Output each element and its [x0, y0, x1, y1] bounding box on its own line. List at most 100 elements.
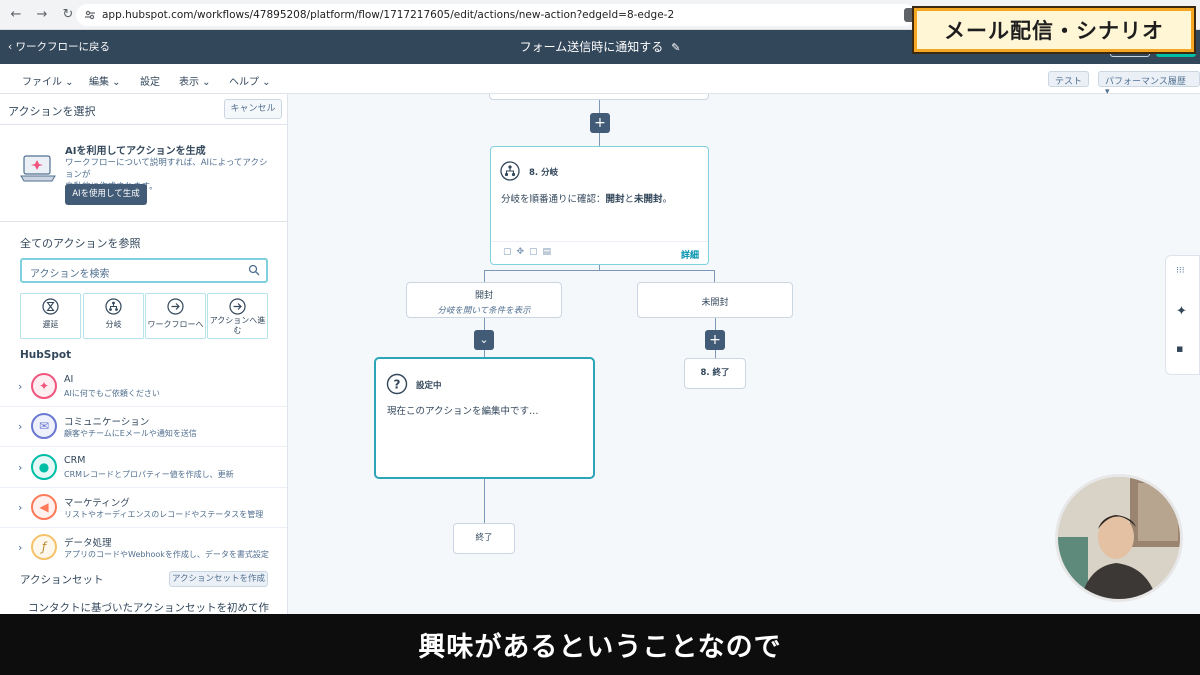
editing-card-text: 現在このアクションを編集中です… — [387, 406, 539, 417]
category-name: AI — [64, 374, 74, 385]
category-communication[interactable]: › ✉ コミュニケーション 顧客やチームにEメールや通知を送信 — [0, 407, 287, 447]
hourglass-icon — [42, 298, 59, 315]
svg-text:?: ? — [394, 378, 401, 392]
category-ai[interactable]: › ✦ AI AIに何でもご依頼ください — [0, 367, 287, 407]
back-to-workflows-link[interactable]: ‹ ワークフローに戻る — [8, 41, 111, 53]
tile-branch[interactable]: 分岐 — [83, 293, 144, 339]
category-data-processing[interactable]: › ƒ データ処理 アプリのコードやWebhookを作成し、データを書式設定 — [0, 528, 287, 568]
grid-icon[interactable]: ⁝⁝⁝ — [1176, 266, 1185, 276]
action-search-input[interactable]: アクションを検索 — [20, 258, 268, 283]
action-panel: アクションを選択 キャンセル AIを利用してアクションを生成 ワークフローについ… — [0, 94, 288, 614]
tile-label: 遅延 — [42, 320, 59, 329]
branch-unopened[interactable]: 未開封 — [637, 282, 793, 318]
chevron-right-icon: › — [18, 461, 23, 474]
connector-line — [714, 270, 715, 282]
cancel-button[interactable]: キャンセル — [224, 99, 282, 119]
menu-edit[interactable]: 編集 ⌄ — [89, 77, 121, 88]
tile-label: アクションへ進む — [209, 316, 266, 335]
ai-sparkle-icon[interactable]: ✦ — [1176, 304, 1187, 319]
category-desc: AIに何でもご依頼ください — [64, 389, 160, 398]
category-desc: CRMレコードとプロパティー値を作成し、更新 — [64, 470, 234, 479]
branch-icon — [105, 298, 122, 315]
envelope-icon: ✉ — [31, 413, 57, 439]
connector-line — [484, 270, 715, 271]
chat-icon[interactable]: ▪ — [1176, 342, 1184, 355]
add-action-plus-button[interactable]: ⌄ — [474, 330, 494, 350]
connector-line — [484, 350, 485, 358]
browse-actions-title: 全てのアクションを参照 — [20, 237, 141, 250]
performance-history-button[interactable]: パフォーマンス履歴 ▾ — [1098, 71, 1200, 97]
divider — [0, 487, 287, 488]
back-arrow-icon[interactable]: ← — [10, 7, 22, 22]
function-icon: ƒ — [31, 534, 57, 560]
branch-opened[interactable]: 開封 分岐を開いて条件を表示 — [406, 282, 562, 318]
ai-sparkle-icon: ✦ — [31, 373, 57, 399]
divider — [0, 221, 287, 222]
connector-line — [715, 318, 716, 330]
detail-link[interactable]: 詳細 — [681, 251, 700, 261]
search-placeholder: アクションを検索 — [30, 269, 110, 280]
chevron-right-icon: › — [18, 541, 23, 554]
menu-file[interactable]: ファイル ⌄ — [22, 77, 74, 88]
workflow-canvas[interactable]: + 8. 分岐 分岐を順番通りに確認：開封と未開封。 ▢✥▢▤ 詳細 開封 分岐… — [289, 94, 1200, 614]
category-name: CRM — [64, 455, 86, 466]
editing-card-title: 設定中 — [416, 381, 442, 391]
tile-go-to-action[interactable]: アクションへ進む — [207, 293, 268, 339]
reload-icon[interactable]: ↻ — [62, 7, 74, 22]
site-settings-icon[interactable] — [84, 9, 96, 21]
branch-opened-subtitle: 分岐を開いて条件を表示 — [437, 306, 531, 316]
branch-action-card[interactable]: 8. 分岐 分岐を順番通りに確認：開封と未開封。 ▢✥▢▤ 詳細 — [490, 146, 709, 265]
connector-line — [599, 133, 600, 146]
search-icon — [248, 264, 260, 276]
category-crm[interactable]: › ● CRM CRMレコードとプロパティー値を作成し、更新 — [0, 448, 287, 488]
end-node-bottom[interactable]: 終了 — [453, 523, 515, 554]
card-toolbar-icons[interactable]: ▢✥▢▤ — [503, 247, 557, 257]
workflow-title-text: フォーム送信時に通知する — [519, 40, 664, 54]
tile-delay[interactable]: 遅延 — [20, 293, 81, 339]
menu-bar: ファイル ⌄ 編集 ⌄ 設定 表示 ⌄ ヘルプ ⌄ テスト パフォーマンス履歴 … — [0, 64, 1200, 97]
menu-help[interactable]: ヘルプ ⌄ — [229, 77, 271, 88]
chevron-right-icon: › — [18, 420, 23, 433]
menu-settings[interactable]: 設定 — [140, 77, 160, 88]
end-node-right[interactable]: 8. 終了 — [684, 358, 746, 389]
action-set-title: アクションセット — [20, 574, 104, 586]
category-name: マーケティング — [64, 498, 130, 509]
chevron-right-icon: › — [18, 501, 23, 514]
video-subtitle: 興味があるということなので — [0, 614, 1200, 675]
people-icon: ● — [31, 454, 57, 480]
category-desc: アプリのコードやWebhookを作成し、データを書式設定 — [64, 550, 269, 559]
pencil-icon[interactable]: ✎ — [671, 41, 681, 54]
divider — [0, 527, 287, 528]
menu-view[interactable]: 表示 ⌄ — [179, 77, 211, 88]
workflow-title[interactable]: フォーム送信時に通知する ✎ — [0, 38, 1200, 55]
add-action-plus-button[interactable]: + — [590, 113, 610, 133]
address-bar[interactable]: app.hubspot.com/workflows/47895208/platf… — [76, 4, 916, 26]
megaphone-icon: ◀ — [31, 494, 57, 520]
connector-line — [599, 94, 600, 114]
connector-line — [484, 270, 485, 282]
divider — [0, 406, 287, 407]
divider — [0, 446, 287, 447]
add-action-plus-button[interactable]: + — [705, 330, 725, 350]
category-desc: 顧客やチームにEメールや通知を送信 — [64, 429, 197, 438]
chevron-right-icon: › — [18, 380, 23, 393]
ai-generate-button[interactable]: AIを使用して生成 — [65, 184, 147, 205]
video-topic-badge: メール配信・シナリオ — [914, 8, 1194, 52]
hubspot-section-title: HubSpot — [20, 349, 72, 361]
presenter-image — [1058, 477, 1180, 599]
editing-action-card[interactable]: ? 設定中 現在このアクションを編集中です… — [374, 357, 595, 479]
connector-line — [599, 265, 600, 270]
connector-line — [484, 479, 485, 523]
divider — [491, 241, 708, 242]
previous-action-card[interactable] — [489, 94, 709, 100]
back-label: ワークフローに戻る — [15, 41, 111, 53]
tile-go-to-workflow[interactable]: ワークフローへ — [145, 293, 206, 339]
category-marketing[interactable]: › ◀ マーケティング リストやオーディエンスのレコードやステータスを管理 — [0, 488, 287, 528]
connector-line — [484, 318, 485, 330]
forward-arrow-icon[interactable]: → — [36, 7, 48, 22]
test-button[interactable]: テスト — [1048, 71, 1090, 87]
branch-unopened-title: 未開封 — [701, 298, 729, 308]
presenter-webcam — [1055, 474, 1183, 602]
divider — [0, 124, 287, 125]
create-action-set-button[interactable]: アクションセットを作成 — [169, 571, 268, 587]
